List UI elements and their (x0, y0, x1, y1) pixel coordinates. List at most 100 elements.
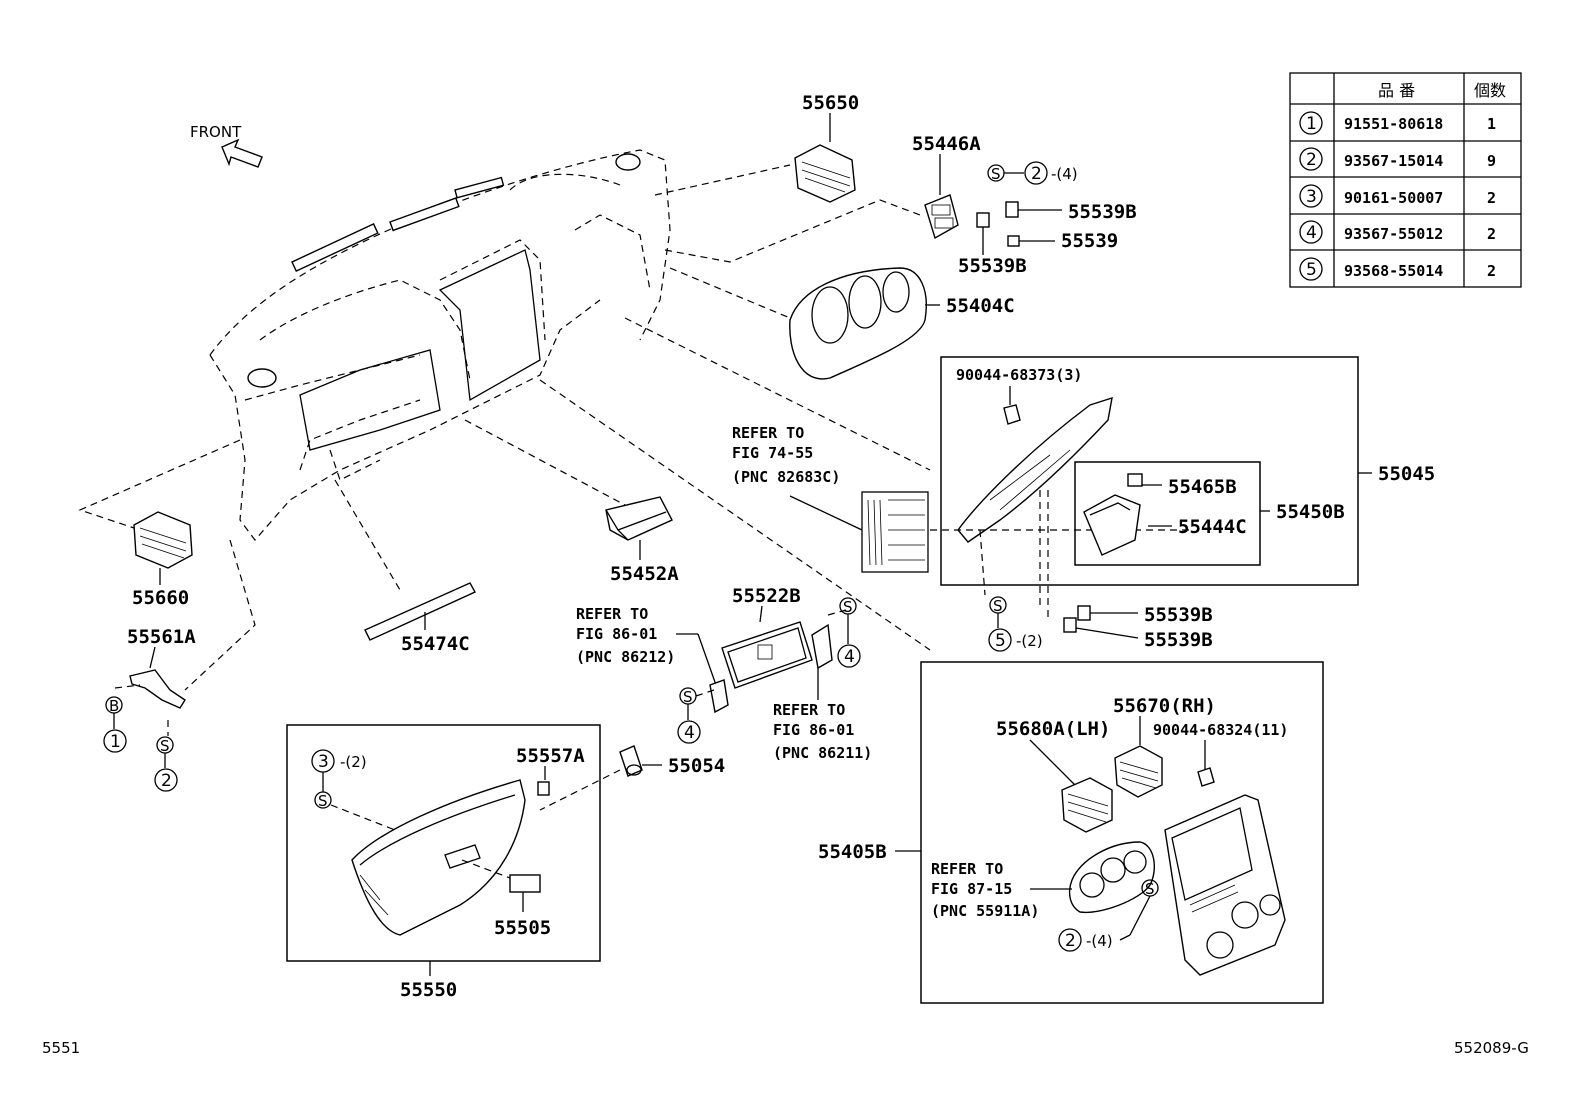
callout-55054: 55054 (668, 755, 725, 777)
part-90044-68373-clip[interactable] (1003, 404, 1021, 425)
part-55054-socket[interactable] (619, 745, 643, 777)
ref-87-15-line2: FIG 87-15 (931, 880, 1012, 898)
part-86212-bracket (709, 679, 729, 714)
callout-55680A: 55680A(LH) (996, 718, 1110, 740)
ref-74-55-line1: REFER TO (732, 424, 804, 442)
part-55404C-meter-hood[interactable] (789, 267, 927, 380)
part-90044-68324-clip[interactable] (1197, 767, 1215, 787)
part-55557A-bumper[interactable] (537, 781, 550, 796)
part-55505-lock[interactable] (509, 874, 541, 893)
table-row: 2 93567-15014 9 (1299, 147, 1496, 171)
svg-text:90161-50007: 90161-50007 (1344, 189, 1443, 207)
front-arrow-icon (221, 138, 263, 168)
callout-55539B-c: 55539B (1144, 604, 1213, 626)
part-55550-glove-box[interactable] (351, 779, 526, 936)
table-row: 1 91551-80618 1 (1299, 111, 1496, 135)
svg-text:1: 1 (1487, 115, 1496, 133)
part-55670-vent-rh[interactable] (1114, 745, 1163, 798)
svg-text:93567-55012: 93567-55012 (1344, 225, 1443, 243)
callout-55522B: 55522B (732, 585, 801, 607)
marker-b-1: B 1 (103, 696, 127, 753)
svg-text:2: 2 (1487, 262, 1496, 280)
part-55446A-switch-base[interactable] (924, 194, 959, 240)
part-55539B-clip-c[interactable] (1077, 605, 1091, 621)
footer-left-code: 5551 (42, 1039, 80, 1057)
svg-text:93567-15014: 93567-15014 (1344, 152, 1443, 170)
callout-55650: 55650 (802, 92, 859, 114)
ref-86-01b-line2: FIG 86-01 (773, 721, 854, 739)
ref-86-01a-line1: REFER TO (576, 605, 648, 623)
part-55452A-box[interactable] (605, 496, 673, 541)
part-55474C-trim-strip[interactable] (364, 582, 476, 641)
callout-55446A: 55446A (912, 133, 981, 155)
svg-text:S: S (683, 688, 693, 706)
callout-55045: 55045 (1378, 463, 1435, 485)
callout-55539B-b: 55539B (958, 255, 1027, 277)
svg-text:5: 5 (995, 631, 1006, 651)
part-55680A-vent-lh[interactable] (1061, 777, 1113, 833)
callout-90044-68373: 90044-68373(3) (956, 366, 1082, 384)
svg-text:2: 2 (1306, 150, 1317, 170)
svg-text:5: 5 (1306, 260, 1317, 280)
callout-55539B-d: 55539B (1144, 629, 1213, 651)
ref-74-55-line2: FIG 74-55 (732, 444, 813, 462)
callout-55539B-a: 55539B (1068, 201, 1137, 223)
svg-text:91551-80618: 91551-80618 (1344, 115, 1443, 133)
svg-text:1: 1 (1306, 114, 1317, 134)
marker-s-2: S 2 (154, 736, 178, 792)
table-header-part: 品 番 (1378, 81, 1415, 100)
svg-text:-(4): -(4) (1086, 932, 1113, 950)
part-55539B-clip-a[interactable] (1005, 201, 1019, 218)
footer-right-code: 552089-G (1454, 1039, 1529, 1057)
svg-text:4: 4 (844, 647, 855, 667)
front-label: FRONT (190, 123, 242, 141)
callout-55550: 55550 (400, 979, 457, 1001)
ref-87-15-line1: REFER TO (931, 860, 1003, 878)
part-55539-clip[interactable] (1007, 235, 1020, 247)
part-55539B-clip-d[interactable] (1063, 617, 1077, 633)
svg-text:3: 3 (318, 752, 329, 772)
part-55911A-gauge-trim (1068, 841, 1156, 914)
part-55539B-clip-b[interactable] (976, 212, 990, 228)
callout-55404C: 55404C (946, 295, 1015, 317)
box-55045 (940, 356, 1359, 586)
callout-90044-68324: 90044-68324(11) (1153, 721, 1288, 739)
screw-s-55446A: S 2 -(4) (987, 161, 1078, 185)
instrument-panel-outline (209, 149, 671, 541)
callout-55405B: 55405B (818, 841, 887, 863)
ref-86-01a-line3: (PNC 86212) (576, 648, 675, 666)
table-row: 5 93568-55014 2 (1299, 257, 1496, 281)
part-55650-vent[interactable] (794, 144, 856, 203)
part-55561A-bracket[interactable] (129, 669, 186, 709)
ref-74-55-line3: (PNC 82683C) (732, 468, 840, 486)
callout-55660: 55660 (132, 587, 189, 609)
callout-55670: 55670(RH) (1113, 695, 1216, 717)
part-55405B-center-panel[interactable] (1164, 794, 1286, 976)
svg-text:3: 3 (1306, 187, 1317, 207)
callout-55557A: 55557A (516, 745, 585, 767)
callout-55450B: 55450B (1276, 501, 1345, 523)
parts-table: 品 番 個数 1 91551-80618 1 2 93567-15014 9 3… (1289, 72, 1522, 288)
svg-text:1: 1 (110, 732, 121, 752)
part-55465B-clip[interactable] (1127, 473, 1143, 487)
svg-text:S: S (991, 165, 1001, 183)
part-55660-vent[interactable] (133, 511, 193, 569)
part-55522B-display[interactable] (721, 621, 813, 689)
svg-text:S: S (160, 737, 170, 755)
svg-text:S: S (318, 792, 328, 810)
callout-55505: 55505 (494, 917, 551, 939)
box-55450B (1074, 461, 1261, 566)
svg-text:4: 4 (1306, 223, 1317, 243)
svg-text:93568-55014: 93568-55014 (1344, 262, 1443, 280)
ref-86-01b-line1: REFER TO (773, 701, 845, 719)
marker-3-qty: 3 -(2) S (311, 749, 367, 810)
callout-55452A: 55452A (610, 563, 679, 585)
part-55045-lower-panel[interactable] (957, 396, 1113, 543)
svg-text:-(2): -(2) (1016, 632, 1043, 650)
svg-text:2: 2 (1065, 931, 1076, 951)
ref-86-01a-line2: FIG 86-01 (576, 625, 657, 643)
svg-text:S: S (843, 598, 853, 616)
part-55450B-pocket[interactable] (1083, 494, 1141, 556)
marker-s-2-qty4: S 2 -(4) (1058, 879, 1159, 952)
screw-s-5: S 5 -(2) (988, 596, 1043, 652)
